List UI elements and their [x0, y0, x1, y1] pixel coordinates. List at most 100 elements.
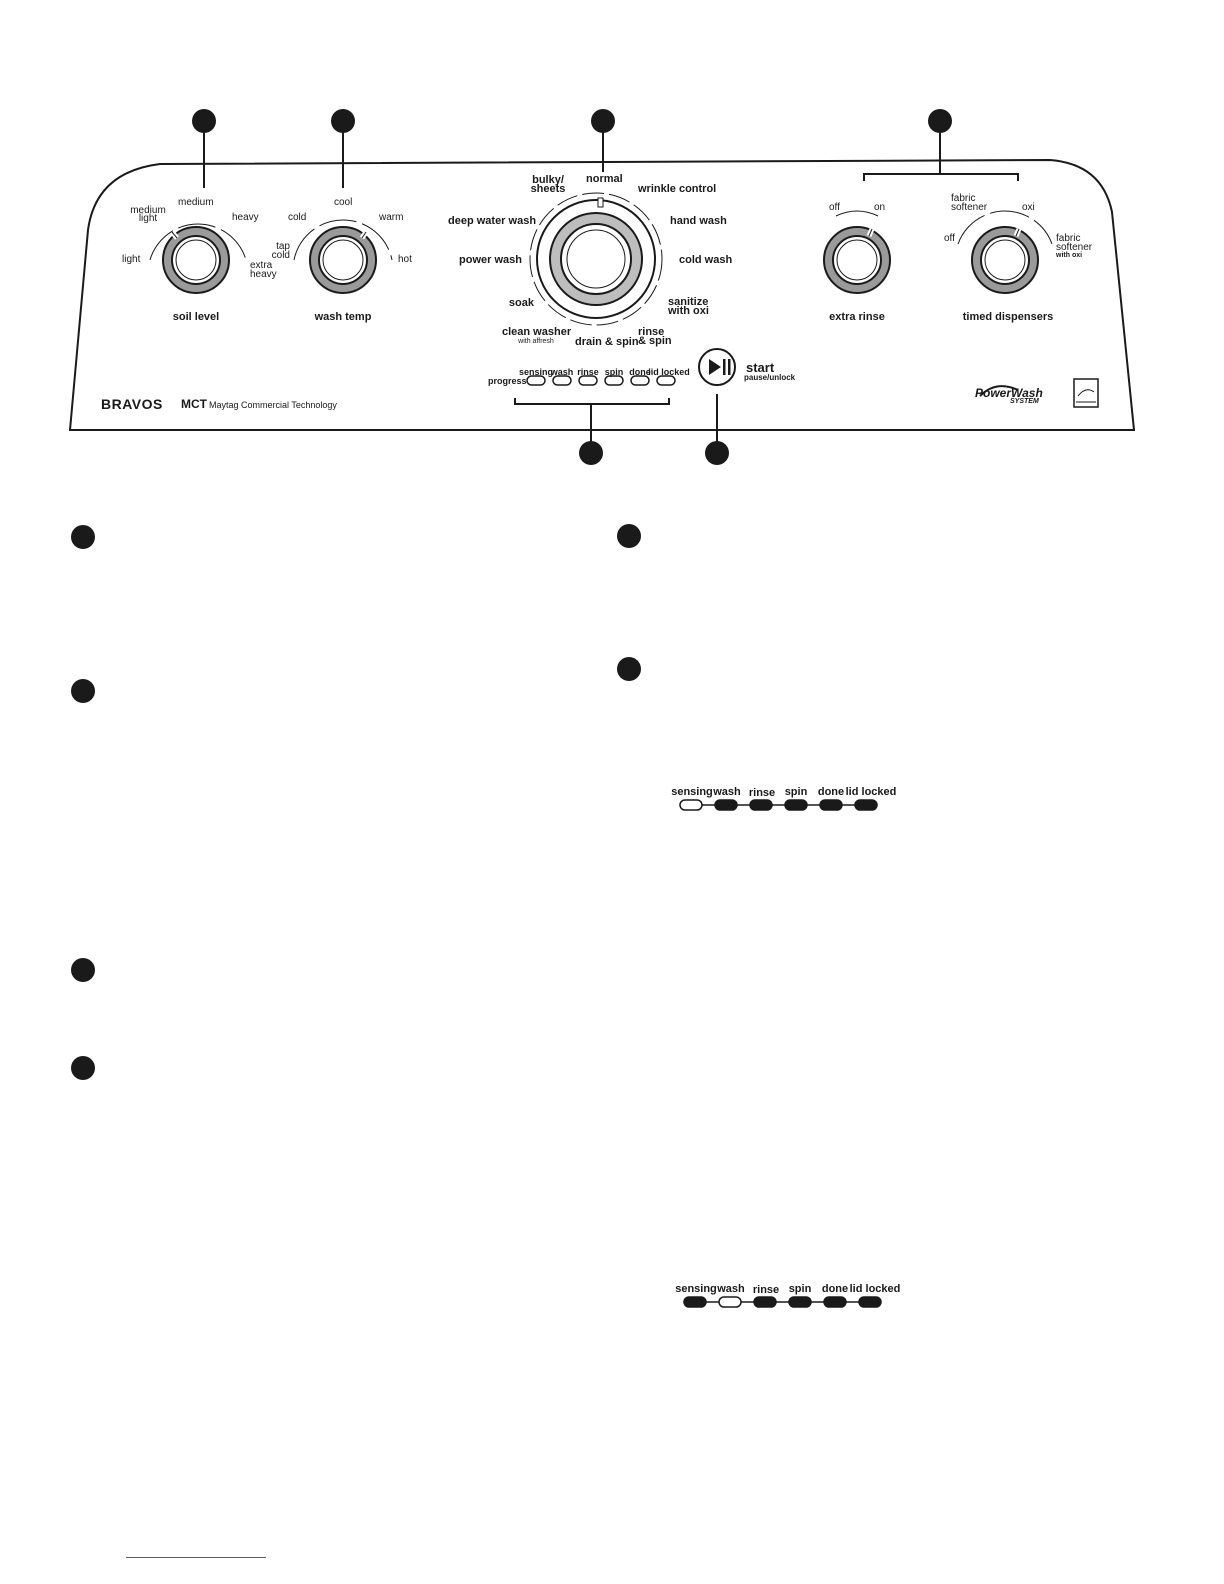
- cycle-bulky-1: bulky/: [532, 174, 564, 186]
- seq1-label-rinse: rinse: [748, 787, 776, 799]
- seq-light-sensing: [683, 1296, 707, 1308]
- extra-rinse-knob: [823, 210, 891, 294]
- wash-temp-knob: [293, 219, 393, 294]
- progress-step-rinse: rinse: [577, 367, 599, 377]
- seq-light-wash: [718, 1296, 742, 1308]
- temp-cool-label: cool: [334, 197, 353, 208]
- seq-light-done: [823, 1296, 847, 1308]
- temp-tap-cold-label-2: cold: [271, 250, 290, 261]
- progress-step-spin: spin: [604, 367, 624, 377]
- rinse-off-label: off: [829, 202, 840, 213]
- powerwash-swirl: [979, 385, 1019, 397]
- cycle-sanitize-1: sanitize: [668, 296, 709, 308]
- cycle-rinse-spin-2: & spin: [638, 335, 672, 347]
- section-bullet-4: [71, 1056, 95, 1080]
- soil-level-knob: [149, 223, 247, 294]
- cycle-normal: normal: [586, 173, 623, 185]
- seq1-label-spin: spin: [784, 786, 808, 798]
- timed-dispensers-knob: [957, 210, 1053, 294]
- mct-logo: MCT: [181, 397, 207, 411]
- seq-light-lid-locked: [854, 799, 878, 811]
- temp-cold-label: cold: [288, 212, 307, 223]
- energy-star-icon: [1073, 378, 1099, 408]
- seq-light-rinse: [749, 799, 773, 811]
- progress-step-done: done: [629, 367, 651, 377]
- footer-link[interactable]: [126, 1557, 266, 1558]
- progress-step-wash: wash: [550, 367, 574, 377]
- temp-tap-cold-label-1: tap: [276, 241, 290, 252]
- soil-medium-label: medium: [178, 197, 214, 208]
- soil-medium-light-label-1: medium: [130, 205, 166, 216]
- cycle-drain-spin: drain & spin: [575, 336, 639, 348]
- cycle-cold-wash: cold wash: [679, 254, 733, 266]
- timed-dispensers-title: timed dispensers: [962, 311, 1054, 323]
- bravos-logo: BRAVOS: [101, 396, 163, 412]
- cycle-bulky-2: sheets: [530, 183, 566, 195]
- disp-fso-label-3: with oxi: [1056, 252, 1083, 259]
- progress-step-sensing: sensing: [518, 367, 554, 377]
- disp-off-label: off: [944, 233, 955, 244]
- cycle-rinse-spin-1: rinse: [638, 326, 665, 338]
- soil-extra-heavy-label-1: extra: [250, 260, 273, 271]
- seq-light-wash: [714, 799, 738, 811]
- temp-warm-label: warm: [379, 212, 404, 223]
- powerwash-logo: PowerWash: [975, 386, 1043, 400]
- soil-medium-light-label-2: light: [138, 213, 158, 224]
- soil-level-title: soil level: [172, 311, 220, 323]
- start-sub-label: pause/unlock: [744, 373, 796, 382]
- section-bullet-6: [617, 657, 641, 681]
- cycle-sanitize-2: with oxi: [668, 305, 709, 317]
- progress-title: progress: [488, 376, 527, 386]
- soil-extra-heavy-label-2: heavy: [250, 269, 277, 280]
- cycle-clean-washer-1: clean washer: [502, 326, 572, 338]
- seq2-lights: [683, 1296, 882, 1308]
- seq2-label-wash: wash: [717, 1283, 745, 1295]
- seq-light-spin: [788, 1296, 812, 1308]
- seq1-label-wash: wash: [713, 786, 741, 798]
- seq-light-rinse: [753, 1296, 777, 1308]
- cycle-power-wash: power wash: [459, 254, 522, 266]
- seq1-label-done: done: [817, 786, 845, 798]
- disp-fso-label-1: fabric: [1056, 233, 1081, 244]
- seq-light-spin: [784, 799, 808, 811]
- section-bullet-2: [71, 679, 95, 703]
- progress-step-lid-locked: lid locked: [648, 367, 690, 377]
- seq1-lights: [679, 799, 878, 811]
- seq-light-sensing: [679, 799, 703, 811]
- start-label: start: [746, 360, 775, 375]
- cycle-knob: [529, 192, 663, 326]
- soil-light-label: light: [122, 254, 141, 265]
- section-bullet-1: [71, 525, 95, 549]
- start-button[interactable]: [698, 348, 736, 386]
- cycle-hand-wash: hand wash: [670, 215, 727, 227]
- cycle-wrinkle-control: wrinkle control: [638, 183, 717, 195]
- disp-oxi-label: oxi: [1022, 202, 1035, 213]
- seq2-label-lid-locked: lid locked: [849, 1283, 901, 1295]
- rinse-on-label: on: [874, 202, 886, 213]
- progress-lights: [526, 375, 676, 386]
- seq1-label-lid-locked: lid locked: [845, 786, 897, 798]
- seq2-label-rinse: rinse: [752, 1284, 780, 1296]
- temp-hot-label: hot: [398, 254, 412, 265]
- mct-full-name: Maytag Commercial Technology: [209, 400, 337, 410]
- powerwash-system-label: SYSTEM: [1010, 398, 1039, 405]
- cycle-deep-water-wash: deep water wash: [448, 215, 537, 227]
- seq1-label-sensing: sensing: [671, 786, 713, 798]
- disp-fso-label-2: softener: [1056, 242, 1093, 253]
- cycle-clean-washer-2: with affresh: [518, 338, 554, 345]
- cycle-soak: soak: [508, 297, 534, 309]
- seq2-label-spin: spin: [788, 1283, 812, 1295]
- control-panel-diagram: [68, 109, 1136, 465]
- wash-temp-title: wash temp: [314, 311, 372, 323]
- panel-outline: [68, 158, 1136, 431]
- callout-bullet-start: [705, 441, 729, 465]
- callout-bullet-progress: [579, 441, 603, 465]
- section-bullet-3: [71, 958, 95, 982]
- seq2-label-done: done: [821, 1283, 849, 1295]
- extra-rinse-title: extra rinse: [829, 311, 885, 323]
- soil-heavy-label: heavy: [232, 212, 259, 223]
- seq2-label-sensing: sensing: [675, 1283, 717, 1295]
- seq-light-done: [819, 799, 843, 811]
- disp-fs-label-1: fabric: [951, 193, 976, 204]
- disp-fs-label-2: softener: [951, 202, 988, 213]
